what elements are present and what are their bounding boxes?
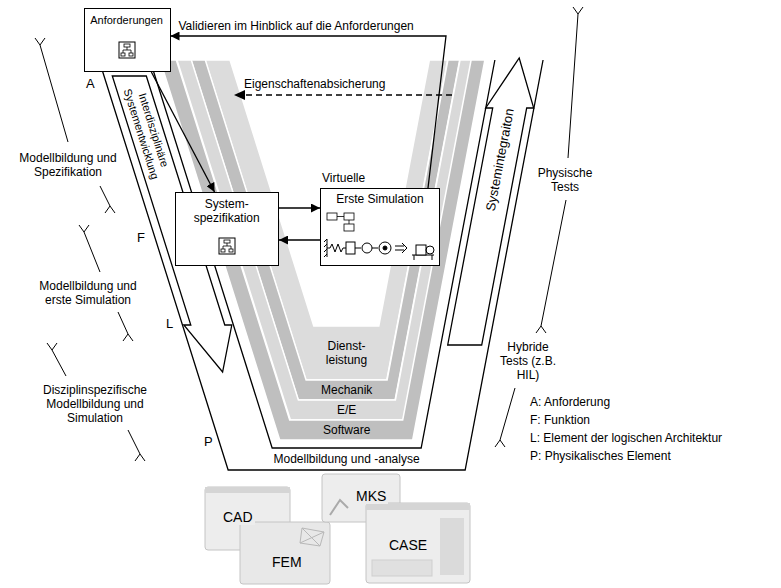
legend-text: P: Physikalisches Element bbox=[530, 449, 671, 463]
integration-arrow bbox=[448, 58, 534, 345]
requirements-icon bbox=[118, 41, 136, 59]
tool-label: CAD bbox=[221, 509, 255, 526]
level-letter: L bbox=[166, 316, 173, 332]
flow-label: Eigenschaftenabsicherung bbox=[244, 77, 385, 91]
tool-label: CASE bbox=[387, 537, 429, 554]
dashed-arrow-head bbox=[234, 90, 245, 100]
legend-entry: P: Physikalisches Element bbox=[530, 446, 671, 464]
fem-screenshot bbox=[240, 522, 330, 584]
box-title: Anforderungen bbox=[90, 14, 163, 27]
label-holder: CAD bbox=[221, 509, 255, 526]
bracket-line bbox=[35, 38, 68, 142]
connector-arrow bbox=[279, 207, 320, 208]
label-holder: A bbox=[86, 76, 95, 92]
area-label: Virtuelle bbox=[322, 171, 365, 185]
label-holder: F bbox=[137, 230, 145, 246]
band-label: Dienst- leistung bbox=[316, 339, 376, 368]
label-holder: L bbox=[166, 316, 173, 332]
case-screenshot bbox=[366, 503, 470, 583]
tool-screenshots bbox=[205, 474, 470, 584]
band-label: Mechanik bbox=[321, 383, 372, 397]
screenshot-bar bbox=[205, 487, 290, 493]
level-letter: P bbox=[204, 434, 213, 450]
label-holder: Eigenschaftenabsicherung bbox=[244, 77, 385, 91]
process-box: Anforderungen bbox=[84, 8, 171, 72]
bracket-line bbox=[100, 186, 115, 213]
test-label: Physische Tests bbox=[534, 166, 596, 195]
label-holder: Hybride Tests (z.B. HIL) bbox=[497, 340, 559, 383]
legend-text: F: Funktion bbox=[530, 413, 590, 427]
label-holder: P bbox=[204, 434, 213, 450]
phase-label: Modellbildung und Spezifikation bbox=[12, 151, 124, 180]
label-holder: CASE bbox=[387, 537, 429, 554]
band-label: Modellbildung und -analyse bbox=[273, 452, 419, 466]
box-title: Erste Simulation bbox=[336, 192, 423, 206]
legend-entry: L: Element der logischen Architektur bbox=[530, 428, 722, 446]
mks-robot bbox=[330, 500, 348, 515]
bracket-line bbox=[495, 388, 515, 447]
test-label: Hybride Tests (z.B. HIL) bbox=[497, 340, 559, 383]
bracket-line bbox=[128, 430, 145, 461]
bracket-line bbox=[568, 7, 583, 158]
level-letter: A bbox=[86, 76, 95, 92]
development-arrow bbox=[112, 76, 232, 372]
label-holder: Physische Tests bbox=[534, 166, 596, 195]
label-holder: Interdisziplinäre Systementwicklung bbox=[119, 79, 175, 186]
label-holder: Validieren im Hinblick auf die Anforderu… bbox=[179, 19, 414, 33]
process-box: System- spezifikation bbox=[175, 192, 279, 266]
label-holder: Modellbildung und erste Simulation bbox=[32, 279, 144, 308]
specification-icon bbox=[218, 237, 236, 255]
tool-label: FEM bbox=[270, 554, 304, 571]
label-holder: MKS bbox=[354, 488, 388, 505]
case-panel bbox=[440, 518, 464, 575]
phase-label: Disziplinspezifische Modellbildung und S… bbox=[39, 383, 151, 426]
phase-label: Modellbildung und erste Simulation bbox=[32, 279, 144, 308]
level-letter: F bbox=[137, 230, 145, 246]
legend-entry: A: Anforderung bbox=[530, 392, 610, 410]
process-box: Erste Simulation bbox=[320, 188, 440, 266]
tool-label: MKS bbox=[354, 488, 388, 505]
label-holder: Disziplinspezifische Modellbildung und S… bbox=[39, 383, 151, 426]
connector-arrow bbox=[279, 239, 320, 240]
connector-arrow bbox=[171, 36, 447, 188]
case-panel bbox=[372, 560, 432, 576]
edge-label: Validieren im Hinblick auf die Anforderu… bbox=[179, 19, 414, 33]
label-holder: FEM bbox=[270, 554, 304, 571]
legend-text: A: Anforderung bbox=[530, 395, 610, 409]
label-holder: Virtuelle bbox=[322, 171, 365, 185]
bracket-line bbox=[118, 312, 133, 341]
simulation-illustration bbox=[324, 211, 436, 261]
bracket-line bbox=[536, 200, 566, 333]
bracket-line bbox=[79, 225, 100, 272]
arrow-label: Systemintegraiton bbox=[483, 107, 518, 212]
label-holder: Modellbildung und Spezifikation bbox=[12, 151, 124, 180]
fem-mesh bbox=[300, 528, 324, 546]
box-title: System- spezifikation bbox=[183, 197, 271, 226]
bracket-line bbox=[47, 343, 66, 376]
label-holder: Systemintegraiton bbox=[483, 107, 518, 212]
legend-entry: F: Funktion bbox=[530, 410, 590, 428]
arrow-label: Interdisziplinäre Systementwicklung bbox=[119, 79, 175, 186]
band-label: Software bbox=[323, 423, 370, 437]
legend-text: L: Element der logischen Architektur bbox=[530, 431, 722, 445]
dashed-arrow-line bbox=[244, 94, 452, 96]
band-label: E/E bbox=[337, 403, 356, 417]
phase-brackets bbox=[35, 7, 583, 461]
